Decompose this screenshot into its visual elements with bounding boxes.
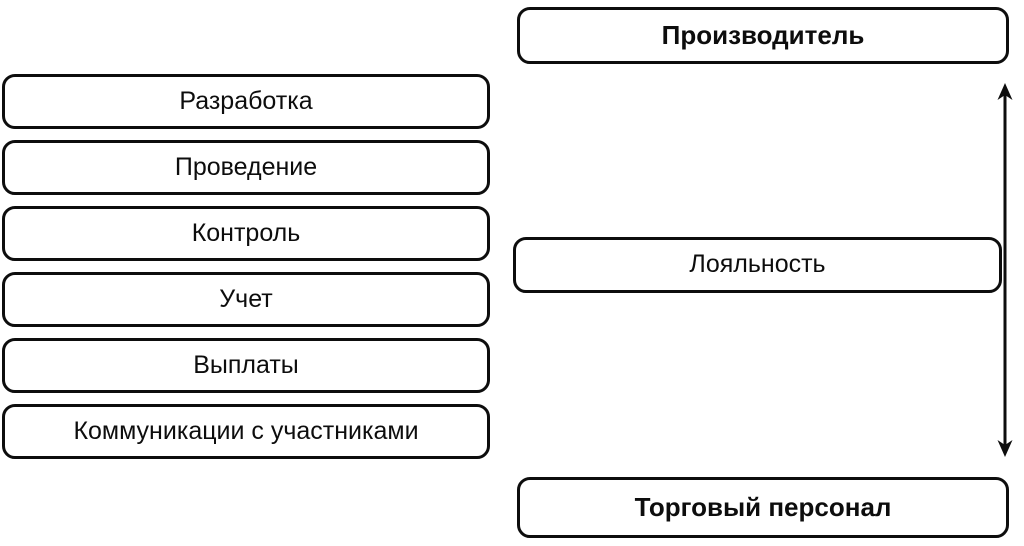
double-arrow-icon: [997, 83, 1013, 457]
process-step-box-razrabotka: Разработка: [2, 74, 490, 129]
relationship-box-loyalnost: Лояльность: [513, 237, 1002, 293]
relationship-label: Лояльность: [689, 250, 826, 279]
entity-label: Торговый персонал: [634, 492, 892, 523]
entity-label: Производитель: [661, 20, 865, 51]
process-step-label: Учет: [219, 284, 273, 313]
process-step-label: Выплаты: [193, 350, 299, 379]
process-step-box-kommunikacii: Коммуникации с участниками: [2, 404, 490, 459]
entity-box-proizvoditel: Производитель: [517, 7, 1009, 64]
entity-box-torgovyj-personal: Торговый персонал: [517, 477, 1009, 538]
process-step-box-kontrol: Контроль: [2, 206, 490, 261]
process-step-label: Коммуникации с участниками: [73, 416, 419, 445]
process-step-label: Проведение: [174, 152, 318, 181]
process-step-box-provedenie: Проведение: [2, 140, 490, 195]
process-step-label: Разработка: [179, 86, 313, 115]
process-step-label: Контроль: [191, 218, 301, 247]
process-step-box-uchet: Учет: [2, 272, 490, 327]
process-step-box-vyplaty: Выплаты: [2, 338, 490, 393]
